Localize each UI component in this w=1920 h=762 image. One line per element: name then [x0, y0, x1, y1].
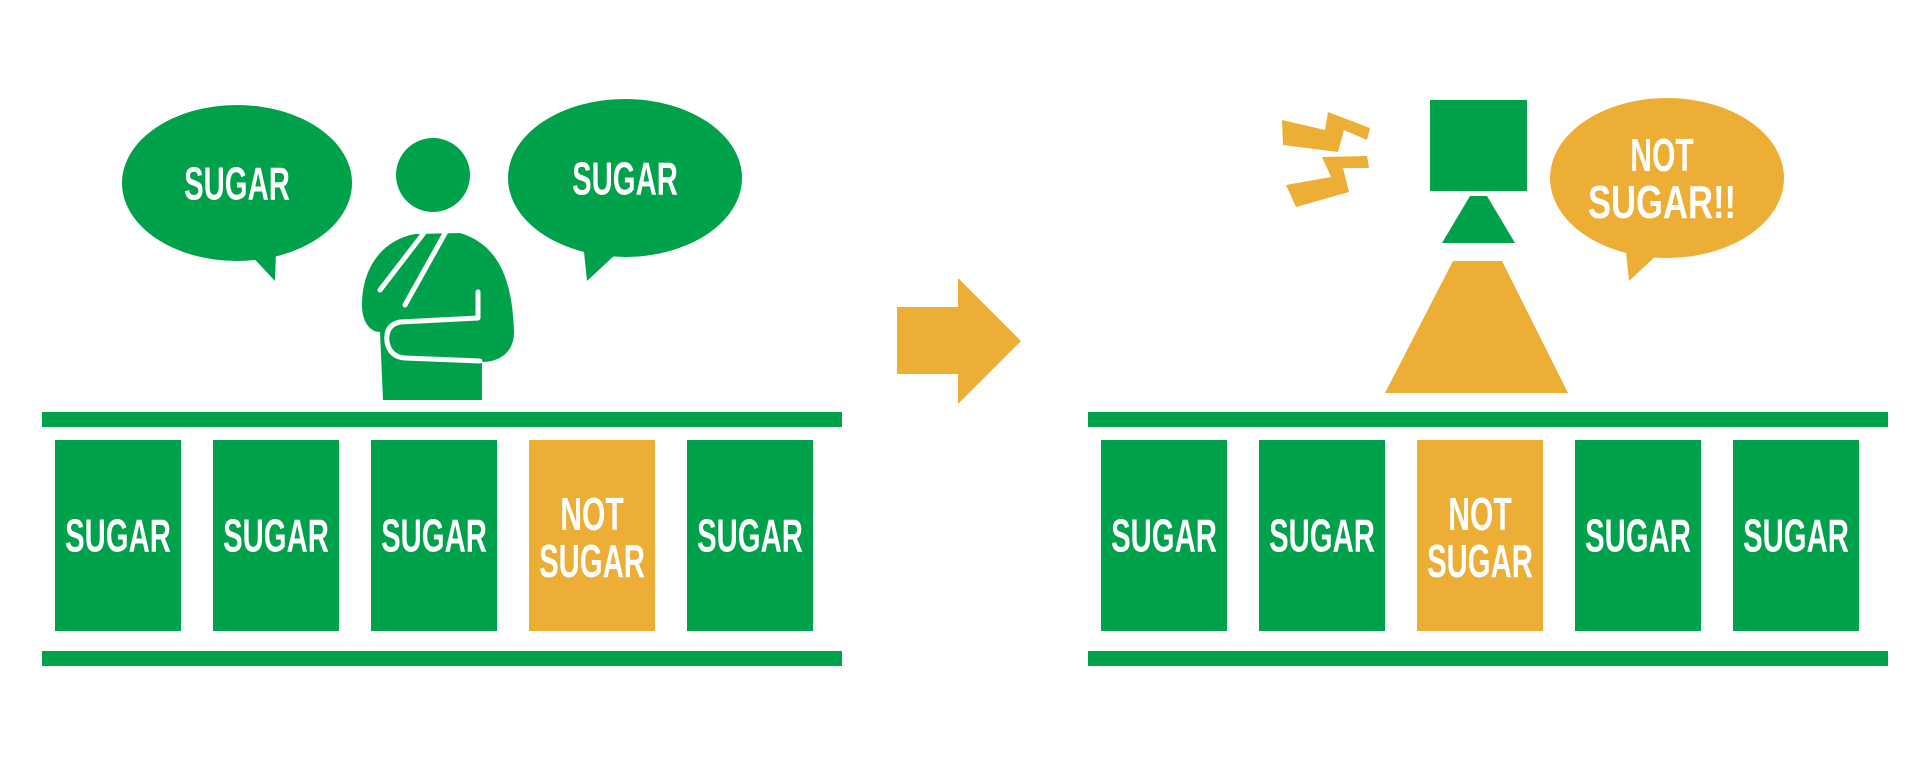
- right-item-5: SUGAR: [1733, 440, 1859, 631]
- item-box: [1733, 440, 1859, 631]
- label-line: SUGAR!!: [1588, 176, 1736, 228]
- item-box: [1575, 440, 1701, 631]
- item-box: [1417, 440, 1543, 631]
- detector-light-beam: [1385, 261, 1568, 393]
- person-thinking-icon: [362, 138, 515, 400]
- left-item-5: SUGAR: [687, 440, 813, 631]
- lightning-bolt-bottom: [1286, 156, 1369, 207]
- label-line: SUGAR: [1427, 535, 1533, 587]
- right-item-2: SUGAR: [1259, 440, 1385, 631]
- bubble-label: SUGAR: [184, 158, 290, 210]
- label-line: NOT: [1630, 129, 1694, 181]
- detector-nozzle: [1442, 196, 1515, 243]
- left-conveyor-bottom-rail: [42, 651, 842, 666]
- detector-lamp-icon: [1385, 100, 1568, 393]
- item-label: SUGAR: [1111, 510, 1217, 562]
- alert-lightning-icon: [1282, 112, 1370, 207]
- left-speech-bubble-1: SUGAR: [122, 105, 352, 281]
- label-line: NOT: [1448, 488, 1512, 540]
- left-item-1: SUGAR: [55, 440, 181, 631]
- right-conveyor-top-rail: [1088, 412, 1888, 427]
- left-item-3: SUGAR: [371, 440, 497, 631]
- right-item-1: SUGAR: [1101, 440, 1227, 631]
- label-line: NOT: [560, 488, 624, 540]
- right-item-4: SUGAR: [1575, 440, 1701, 631]
- item-label: SUGAR: [697, 510, 803, 562]
- bubble-shape: [1550, 98, 1784, 258]
- left-panel: SUGAR SUGAR SUGAR S: [42, 99, 842, 666]
- item-box: [371, 440, 497, 631]
- label-line: SUGAR: [1743, 510, 1849, 562]
- item-label: SUGAR: [381, 510, 487, 562]
- item-box: [213, 440, 339, 631]
- item-label: SUGAR: [65, 510, 171, 562]
- label-line: SUGAR: [1111, 510, 1217, 562]
- label-line: SUGAR: [65, 510, 171, 562]
- lightning-bolt-top: [1282, 112, 1370, 152]
- left-conveyor-top-rail: [42, 412, 842, 427]
- bubble-label: SUGAR: [572, 153, 678, 205]
- label-line: SUGAR: [572, 153, 678, 205]
- left-speech-bubble-2: SUGAR: [508, 99, 742, 281]
- item-label: SUGAR: [223, 510, 329, 562]
- item-box: [1259, 440, 1385, 631]
- bubble-tail: [1626, 252, 1658, 281]
- person-raised-arm: [377, 218, 451, 308]
- person-folded-arm: [384, 289, 483, 364]
- person-head: [396, 138, 470, 212]
- label-line: SUGAR: [1585, 510, 1691, 562]
- bubble-shape: [508, 99, 742, 257]
- label-line: SUGAR: [184, 158, 290, 210]
- item-box: [687, 440, 813, 631]
- label-line: SUGAR: [697, 510, 803, 562]
- label-line: SUGAR: [539, 535, 645, 587]
- right-conveyor-bottom-rail: [1088, 651, 1888, 666]
- bubble-tail: [248, 250, 276, 281]
- item-label: SUGAR: [1743, 510, 1849, 562]
- arrow-right-icon: [897, 278, 1021, 404]
- label-line: SUGAR: [381, 510, 487, 562]
- detector-head: [1430, 100, 1527, 191]
- item-label: SUGAR: [1585, 510, 1691, 562]
- item-box: [1101, 440, 1227, 631]
- item-box: [529, 440, 655, 631]
- item-label: SUGAR: [1269, 510, 1375, 562]
- person-body: [362, 233, 515, 400]
- left-item-2: SUGAR: [213, 440, 339, 631]
- label-line: SUGAR: [223, 510, 329, 562]
- label-line: SUGAR: [1269, 510, 1375, 562]
- bubble-tail: [584, 252, 616, 281]
- bubble-shape: [122, 105, 352, 261]
- item-box: [55, 440, 181, 631]
